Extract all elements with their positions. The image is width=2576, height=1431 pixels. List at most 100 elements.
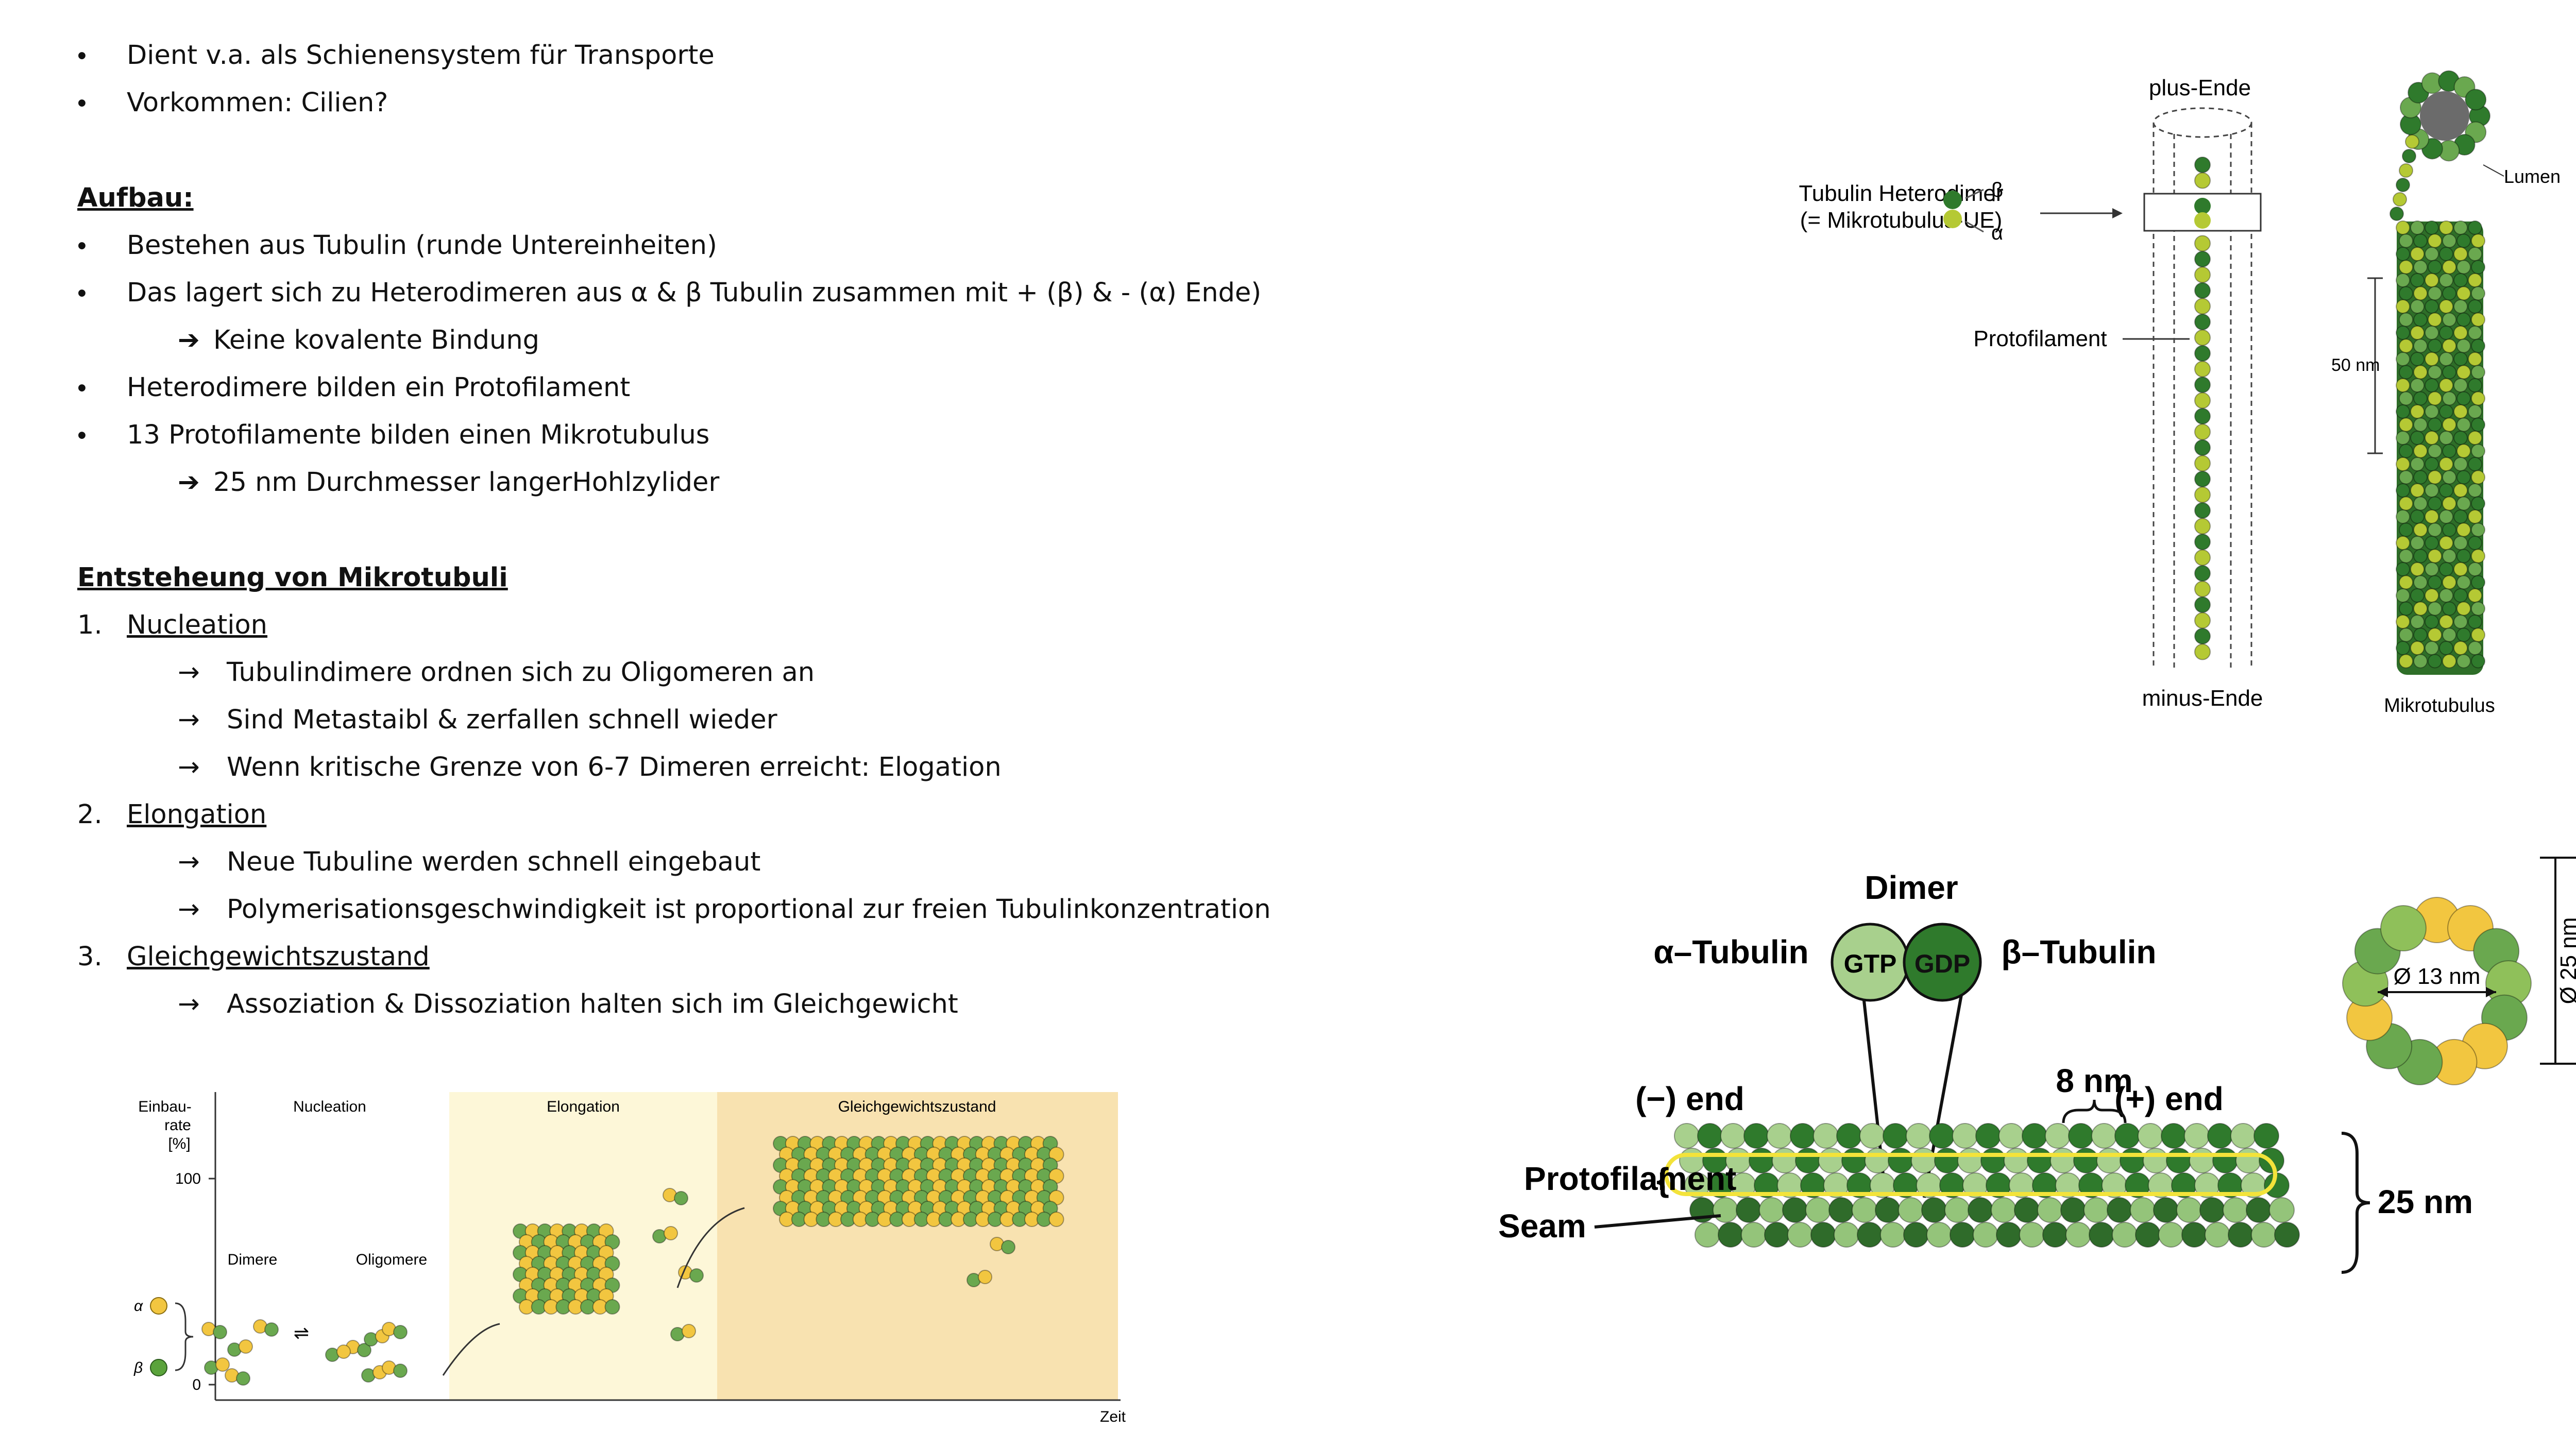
tubulin-bead xyxy=(2456,496,2471,511)
nm25-label: 25 nm xyxy=(2378,1183,2473,1220)
tubulin-bead xyxy=(2428,233,2442,248)
tubulin-bead xyxy=(2425,404,2439,419)
alpha-label: α xyxy=(134,1298,143,1315)
tubulin-bead xyxy=(1718,1222,1743,1248)
tubulin-bead xyxy=(2194,172,2211,189)
tubulin-bead xyxy=(2439,326,2453,340)
tubulin-bead xyxy=(2428,470,2442,485)
oligomere-label: Oligomere xyxy=(356,1251,427,1268)
tubulin-bead xyxy=(2413,338,2428,353)
tubulin-bead xyxy=(1957,1148,1983,1173)
tubulin-bead xyxy=(2453,483,2468,498)
tubulin-bead xyxy=(2428,601,2442,616)
tubulin-bead xyxy=(2004,1148,2029,1173)
x-label: Zeit xyxy=(1100,1408,1126,1425)
tubulin-bead xyxy=(2410,641,2425,655)
aufbau-subitem: Keine kovalente Bindung xyxy=(213,325,540,355)
tubulin-bead xyxy=(1772,1148,1798,1173)
tubulin-bead xyxy=(1926,1222,1952,1248)
tubulin-bead xyxy=(2143,1148,2168,1173)
tubulin-bead xyxy=(2194,565,2211,582)
tubulin-bead xyxy=(2410,299,2425,314)
tubulin-bead xyxy=(2096,1148,2122,1173)
equilibrium-icon: ⇌ xyxy=(294,1322,309,1343)
tubulin-bead xyxy=(1859,1123,1885,1149)
tubulin-bead xyxy=(2468,299,2482,314)
tubulin-bead xyxy=(2468,641,2482,655)
tubulin-bead xyxy=(2453,588,2468,603)
phase-point: Wenn kritische Grenze von 6-7 Dimeren er… xyxy=(227,752,1002,782)
tubulin-bead xyxy=(264,1322,279,1337)
tubulin-bead xyxy=(2439,431,2453,445)
tubulin-bead xyxy=(2453,404,2468,419)
tubulin-bead xyxy=(2396,404,2410,419)
tubulin-bead xyxy=(2396,352,2410,366)
tubulin-bead xyxy=(2413,627,2428,642)
aufbau-item: Das lagert sich zu Heterodimeren aus α &… xyxy=(127,278,1262,308)
tubulin-bead xyxy=(2410,588,2425,603)
tubulin-bead xyxy=(1001,1240,1015,1254)
tubulin-bead xyxy=(2194,518,2211,535)
tubulin-bead xyxy=(2413,470,2428,485)
tubulin-bead xyxy=(2194,314,2211,330)
tubulin-bead xyxy=(2456,338,2471,353)
tubulin-bead xyxy=(2399,365,2413,380)
tubulin-bead xyxy=(2465,89,2487,111)
tubulin-bead xyxy=(1857,1222,1883,1248)
tubulin-bead xyxy=(2413,233,2428,248)
phase-number: 1. xyxy=(77,610,103,640)
tubulin-bead xyxy=(1828,1197,1854,1223)
tubulin-bead xyxy=(2251,1222,2277,1248)
tubulin-bead xyxy=(2428,627,2442,642)
phase-number: 3. xyxy=(77,942,103,972)
microtubule-label: Mikrotubulus xyxy=(2384,695,2495,717)
tubulin-bead xyxy=(2380,905,2427,952)
tubulin-bead xyxy=(2194,549,2211,566)
tubulin-bead xyxy=(2399,444,2413,458)
tubulin-bead xyxy=(2428,444,2442,458)
tubulin-bead xyxy=(2471,233,2485,248)
tubulin-bead xyxy=(2194,345,2211,362)
tubulin-bead xyxy=(2453,220,2468,235)
tubulin-bead xyxy=(2194,628,2211,644)
dimer-label: Dimer xyxy=(1865,869,1958,906)
tubulin-bead xyxy=(2396,178,2410,192)
tubulin-bead xyxy=(2468,431,2482,445)
tubulin-bead xyxy=(1903,1222,1929,1248)
tubulin-bead xyxy=(2194,534,2211,550)
tubulin-bead xyxy=(2022,1123,2047,1149)
tubulin-bead xyxy=(2153,1197,2179,1223)
tubulin-bead xyxy=(2050,1148,2076,1173)
tubulin-bead xyxy=(2396,299,2410,314)
tubulin-bead xyxy=(2399,627,2413,642)
tubulin-bead xyxy=(2413,549,2428,564)
tubulin-bead xyxy=(2161,1123,2187,1149)
tubulin-bead xyxy=(2442,365,2456,380)
tubulin-bead xyxy=(2413,654,2428,669)
protofilament-beads xyxy=(2194,157,2211,660)
tubulin-bead xyxy=(2442,522,2456,537)
bullet: • xyxy=(77,88,87,117)
tubulin-bead xyxy=(2456,470,2471,485)
bullet: • xyxy=(77,231,87,260)
nm13-label: Ø 13 nm xyxy=(2394,964,2481,989)
tubulin-bead xyxy=(2027,1148,2053,1173)
tubulin-bead xyxy=(2468,562,2482,576)
zone-equilibrium-label: Gleichgewichtszustand xyxy=(838,1098,996,1115)
intro-line: Dient v.a. als Schienensystem für Transp… xyxy=(127,40,715,71)
tubulin-bead xyxy=(2468,220,2482,235)
tubulin-bead xyxy=(2205,1222,2230,1248)
beta-tubulin-label: β–Tubulin xyxy=(2002,933,2157,970)
tubulin-bead xyxy=(2456,522,2471,537)
tubulin-bead xyxy=(2396,509,2410,524)
tubulin-bead xyxy=(674,1191,688,1205)
tubulin-bead xyxy=(2184,1123,2210,1149)
tubulin-bead xyxy=(1929,1123,1955,1149)
tubulin-bead xyxy=(2453,431,2468,445)
tubulin-bead xyxy=(2413,496,2428,511)
microtubule-column xyxy=(2389,134,2485,675)
heading-aufbau: Aufbau: xyxy=(77,183,194,213)
tubulin-bead xyxy=(2456,444,2471,458)
tubulin-bead xyxy=(1975,1123,2001,1149)
tubulin-bead xyxy=(2471,627,2485,642)
